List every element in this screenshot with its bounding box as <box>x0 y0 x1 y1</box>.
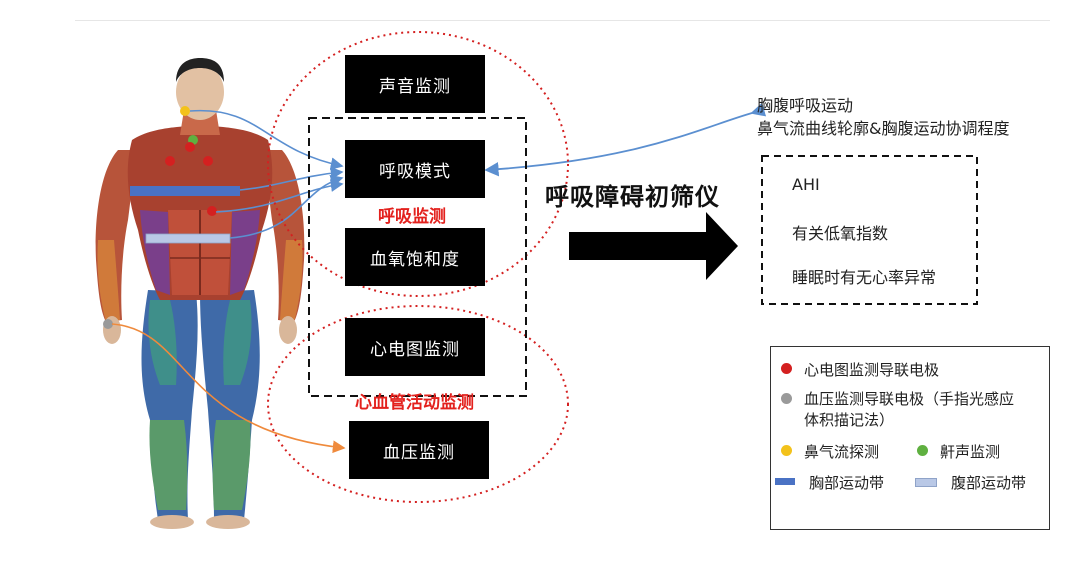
result-arrow <box>569 212 738 280</box>
legend-snore: 鼾声监测 <box>917 441 1000 462</box>
spo2-block: 血氧饱和度 <box>345 228 485 286</box>
breathing-pattern-label: 呼吸模式 <box>379 161 451 182</box>
connector-bp <box>111 323 346 454</box>
cardiovascular-ellipse <box>267 305 569 503</box>
legend-green-dot-icon <box>917 445 928 456</box>
respiratory-group-label: 呼吸监测 <box>378 207 446 227</box>
ecg-electrode-lower <box>207 206 217 216</box>
nasal-airflow-sensor <box>180 106 190 116</box>
sound-monitoring-label: 声音监测 <box>379 76 451 97</box>
output-dashed-box <box>761 155 978 305</box>
bp-finger-sensor <box>103 319 113 329</box>
legend-bp-electrode-label-1: 血压监测导联电极（手指光感应 <box>804 390 1015 408</box>
breathing-pattern-block: 呼吸模式 <box>345 140 485 198</box>
output-item-ahi: AHI <box>792 175 820 194</box>
ecg-electrode-center <box>185 142 195 152</box>
legend-nasal-airflow: 鼻气流探测 <box>781 441 879 462</box>
legend-abdomen-belt: 腹部运动带 <box>915 472 1026 493</box>
legend-gray-dot-icon <box>781 393 792 404</box>
legend-box: 心电图监测导联电极 血压监测导联电极（手指光感应 体积描记法） 鼻气流探测 鼾声… <box>770 346 1050 530</box>
chest-belt <box>130 186 240 196</box>
respiratory-ellipse <box>267 31 569 297</box>
legend-red-dot-icon <box>781 363 792 374</box>
spo2-label: 血氧饱和度 <box>370 249 460 270</box>
ecg-monitoring-label: 心电图监测 <box>370 339 460 360</box>
human-anatomy-figure <box>95 58 305 529</box>
output-item-heart-rate-anomaly: 睡眠时有无心率异常 <box>792 268 937 287</box>
top-divider <box>75 20 1050 21</box>
ecg-monitoring-block: 心电图监测 <box>345 318 485 376</box>
cardiovascular-group-label: 心血管活动监测 <box>355 393 474 413</box>
legend-bp-electrode: 血压监测导联电极（手指光感应 体积描记法） <box>781 389 1014 431</box>
connector-nasal <box>189 109 344 170</box>
device-title: 呼吸障碍初筛仪 <box>545 183 720 211</box>
legend-yellow-dot-icon <box>781 445 792 456</box>
connector-chest <box>239 166 344 191</box>
breath-note-line-2: 鼻气流曲线轮廓&胸腹运动协调程度 <box>757 119 1010 138</box>
legend-chest-belt-label: 胸部运动带 <box>809 474 885 492</box>
abdomen-belt <box>145 233 231 244</box>
breath-note-line-1: 胸腹呼吸运动 <box>757 96 854 115</box>
output-item-hypoxia-index: 有关低氧指数 <box>792 224 889 243</box>
legend-ecg-electrode: 心电图监测导联电极 <box>781 359 939 380</box>
bp-monitoring-block: 血压监测 <box>349 421 489 479</box>
legend-chest-belt-swatch <box>775 478 795 485</box>
legend-nasal-airflow-label: 鼻气流探测 <box>804 443 880 461</box>
ecg-electrode-right <box>203 156 213 166</box>
legend-ecg-electrode-label: 心电图监测导联电极 <box>804 361 940 379</box>
sound-monitoring-block: 声音监测 <box>345 55 485 113</box>
bp-monitoring-label: 血压监测 <box>383 442 455 463</box>
legend-abdomen-belt-swatch <box>915 478 937 487</box>
legend-chest-belt: 胸部运动带 <box>775 472 884 493</box>
legend-bp-electrode-label-2: 体积描记法） <box>804 411 895 429</box>
connector-breath-note <box>484 102 767 177</box>
legend-abdomen-belt-label: 腹部运动带 <box>951 474 1027 492</box>
ecg-electrode-left <box>165 156 175 166</box>
legend-snore-label: 鼾声监测 <box>940 443 1001 461</box>
connector-abdomen <box>229 174 344 239</box>
modules-dashed-frame <box>308 117 527 397</box>
connector-lower <box>215 179 344 213</box>
